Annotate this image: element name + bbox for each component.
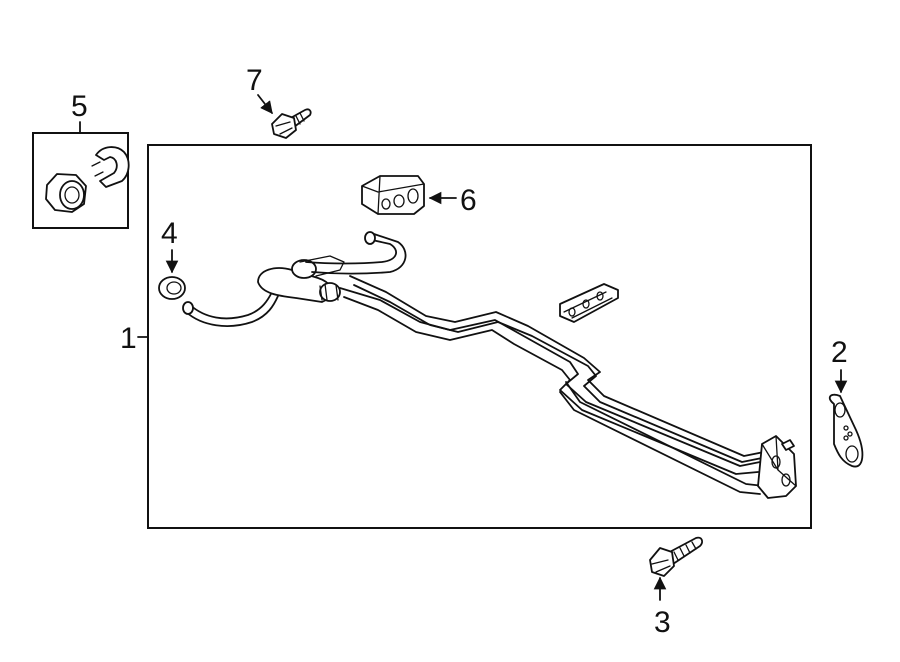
part-6-block xyxy=(361,175,425,215)
callout-4: 4 xyxy=(161,217,178,250)
part-5-nut-clip xyxy=(45,146,130,213)
callout-2: 2 xyxy=(831,336,848,369)
part-3-bolt xyxy=(649,536,703,577)
callout-7: 7 xyxy=(246,64,263,97)
part-7-bolt xyxy=(271,108,312,139)
callout-1: 1 xyxy=(120,322,137,355)
assembly-frame xyxy=(147,144,812,529)
callout-6: 6 xyxy=(460,184,477,217)
callout-3: 3 xyxy=(654,606,671,639)
callout-5: 5 xyxy=(71,90,88,123)
tube-bracket-clip xyxy=(559,283,619,323)
tube-assembly xyxy=(182,231,797,499)
part-2-gasket xyxy=(828,393,864,468)
part-4-seal xyxy=(158,276,186,300)
